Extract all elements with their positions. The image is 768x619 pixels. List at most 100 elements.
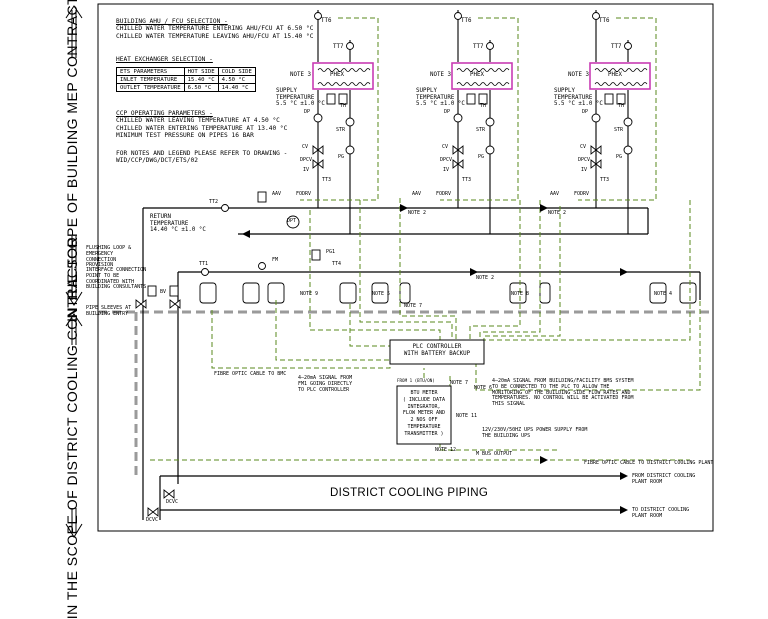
signal-fm-label: 4–20mA SIGNAL FROM FM1 GOING DIRECTLY TO… xyxy=(298,375,353,393)
note12-label: NOTE 12 xyxy=(435,447,457,453)
reference-notes: FOR NOTES AND LEGEND PLEASE REFER TO DRA… xyxy=(116,150,287,165)
tag-iv-3: IV xyxy=(581,167,588,173)
signal-bms-label: 4–20mA SIGNAL FROM BUILDING/FACILITY BMS… xyxy=(492,378,634,408)
dcvc-label-1: DCVC xyxy=(166,499,179,505)
tag-tt4: TT4 xyxy=(332,261,342,267)
tag-cv-1: CV xyxy=(302,144,309,150)
tag-fm: FM xyxy=(272,257,279,263)
phex-coils xyxy=(317,68,648,86)
hx-note-1: NOTE 3 xyxy=(290,72,311,78)
phex-label-1: PHEX xyxy=(330,72,344,78)
note4-label: NOTE 4 xyxy=(654,291,673,297)
temp-sensors xyxy=(314,12,632,50)
ccp-title: CCP OPERATING PARAMETERS - xyxy=(116,110,213,117)
district-scope-arrow xyxy=(65,313,83,538)
district-arrows xyxy=(540,456,628,514)
flushing-loop-label: FLUSHING LOOP & EMERGENCY CONNECTION PRO… xyxy=(86,245,132,269)
ahu-selection-notes: BUILDING AHU / FCU SELECTION - CHILLED W… xyxy=(116,18,313,40)
entry-instruments xyxy=(135,191,321,309)
plc-line-1: PLC CONTROLLER xyxy=(412,344,462,350)
fibre-to-plant-label: FIBRE OPTIC CABLE TO DISTRICT COOLING PL… xyxy=(584,460,714,466)
ccp-parameters-notes: CCP OPERATING PARAMETERS - CHILLED WATER… xyxy=(116,110,287,140)
table-header: ETS PARAMETERS xyxy=(116,67,185,76)
note2-label-3: NOTE 2 xyxy=(476,275,495,281)
table-row: INLET TEMPERATURE 15.40 °C 4.50 °C xyxy=(116,75,256,84)
phex-label-3: PHEX xyxy=(608,72,622,78)
district-cooling-piping-title: DISTRICT COOLING PIPING xyxy=(330,487,489,499)
dcvc-label-2: DCVC xyxy=(146,517,159,523)
ups-label: 12V/230V/50HZ UPS POWER SUPPLY FROM THE … xyxy=(482,427,588,439)
note7-label-2: NOTE 7 xyxy=(450,380,469,386)
tag-fodrv-3: FODRV xyxy=(574,191,590,197)
reference-line-2: WID/CCP/DWG/DCT/ETS/02 xyxy=(116,157,198,165)
hx-selection-title: HEAT EXCHANGER SELECTION - xyxy=(116,56,213,63)
tag-bv: BV xyxy=(160,289,167,295)
plc-line-2: WITH BATTERY BACKUP xyxy=(403,350,471,357)
dcvc-valves xyxy=(147,489,175,517)
note11-label: NOTE 11 xyxy=(456,413,478,419)
tag-tt3-2: TT3 xyxy=(462,177,472,183)
tag-aav-3: AAV xyxy=(550,191,560,197)
tag-cv-2: CV xyxy=(442,144,449,150)
note5-label: NOTE 5 xyxy=(372,291,391,297)
tag-pg-1: PG xyxy=(338,154,345,160)
table-cell: 4.50 °C xyxy=(217,75,256,84)
tag-tt2: TT2 xyxy=(209,199,219,205)
tag-fodrv-1: FODRV xyxy=(296,191,312,197)
btu-meter: BTU METER ( INCLUDE DATA INTEGRATOR, FLO… xyxy=(402,390,446,437)
phex-label-2: PHEX xyxy=(470,72,484,78)
tag-str-1: STR xyxy=(336,127,346,133)
tag-fodrv-2: FODRV xyxy=(436,191,452,197)
plc-controller: PLC CONTROLLER WITH BATTERY BACKUP xyxy=(390,344,484,357)
signal-wiring xyxy=(150,17,701,461)
note6-label: NOTE 6 xyxy=(474,385,493,391)
note2-label-1: NOTE 2 xyxy=(408,210,427,216)
note8-label: NOTE 8 xyxy=(511,291,530,297)
plc-box-frame xyxy=(389,339,485,365)
table-header: COLD SIDE xyxy=(217,67,256,76)
tag-tt1: TT1 xyxy=(199,261,209,267)
tt7-label-1: TT7 xyxy=(333,44,344,50)
pipe-sleeves-label: PIPE SLEEVES AT BUILDING ENTRY xyxy=(86,305,132,317)
note2-label-2: NOTE 2 xyxy=(548,210,567,216)
note7-label: NOTE 7 xyxy=(404,303,423,309)
ets-parameters-table: ETS PARAMETERS HOT SIDE COLD SIDE INLET … xyxy=(116,67,256,92)
ahu-line-2: CHILLED WATER TEMPERATURE LEAVING AHU/FC… xyxy=(116,32,314,40)
btu-head-label: FROM 1 (BTU/ON) xyxy=(397,378,435,383)
tag-aav-1: AAV xyxy=(272,191,282,197)
tag-pg1: PG1 xyxy=(326,249,336,255)
table-header: HOT SIDE xyxy=(183,67,219,76)
ccp-line-1: CHILLED WATER LEAVING TEMPERATURE AT 4.5… xyxy=(116,117,280,125)
table-header-row: ETS PARAMETERS HOT SIDE COLD SIDE xyxy=(116,67,256,76)
table-cell: 6.50 °C xyxy=(183,83,219,92)
ccp-line-2: CHILLED WATER ENTERING TEMPERATURE AT 13… xyxy=(116,124,288,132)
tag-dpcv-3: DPCV xyxy=(578,157,591,163)
phex-units xyxy=(312,62,651,90)
hx-note-3: NOTE 3 xyxy=(568,72,589,78)
interface-connection-label: INTERFACE CONNECTION POINT TO BE COORDIN… xyxy=(86,267,147,291)
table-row: OUTLET TEMPERATURE 6.50 °C 14.40 °C xyxy=(116,83,256,92)
tag-th-1: TH xyxy=(340,103,347,109)
tt6-label-3: TT6 xyxy=(599,18,610,24)
table-cell: INLET TEMPERATURE xyxy=(116,75,185,84)
tag-dpt: DPT xyxy=(287,218,297,224)
note9-label: NOTE 9 xyxy=(300,291,319,297)
building-scope-label: IN THE SCOPE OF BUILDING MEP CONTRACTOR xyxy=(64,0,80,322)
strainers xyxy=(199,282,697,304)
reference-line-1: FOR NOTES AND LEGEND PLEASE REFER TO DRA… xyxy=(116,150,288,157)
tag-dpcv-2: DPCV xyxy=(440,157,453,163)
tag-cv-3: CV xyxy=(580,144,587,150)
table-cell: 14.40 °C xyxy=(217,83,256,92)
tag-dpcv-1: DPCV xyxy=(300,157,313,163)
tag-str-2: STR xyxy=(476,127,486,133)
tag-iv-1: IV xyxy=(303,167,310,173)
schematic-diagram xyxy=(65,3,714,538)
tag-aav-2: AAV xyxy=(412,191,422,197)
fibre-to-bmc-label: FIBRE OPTIC CABLE TO BMC xyxy=(214,371,287,377)
tag-dp-2: DP xyxy=(444,109,451,115)
table-cell: 15.40 °C xyxy=(183,75,219,84)
